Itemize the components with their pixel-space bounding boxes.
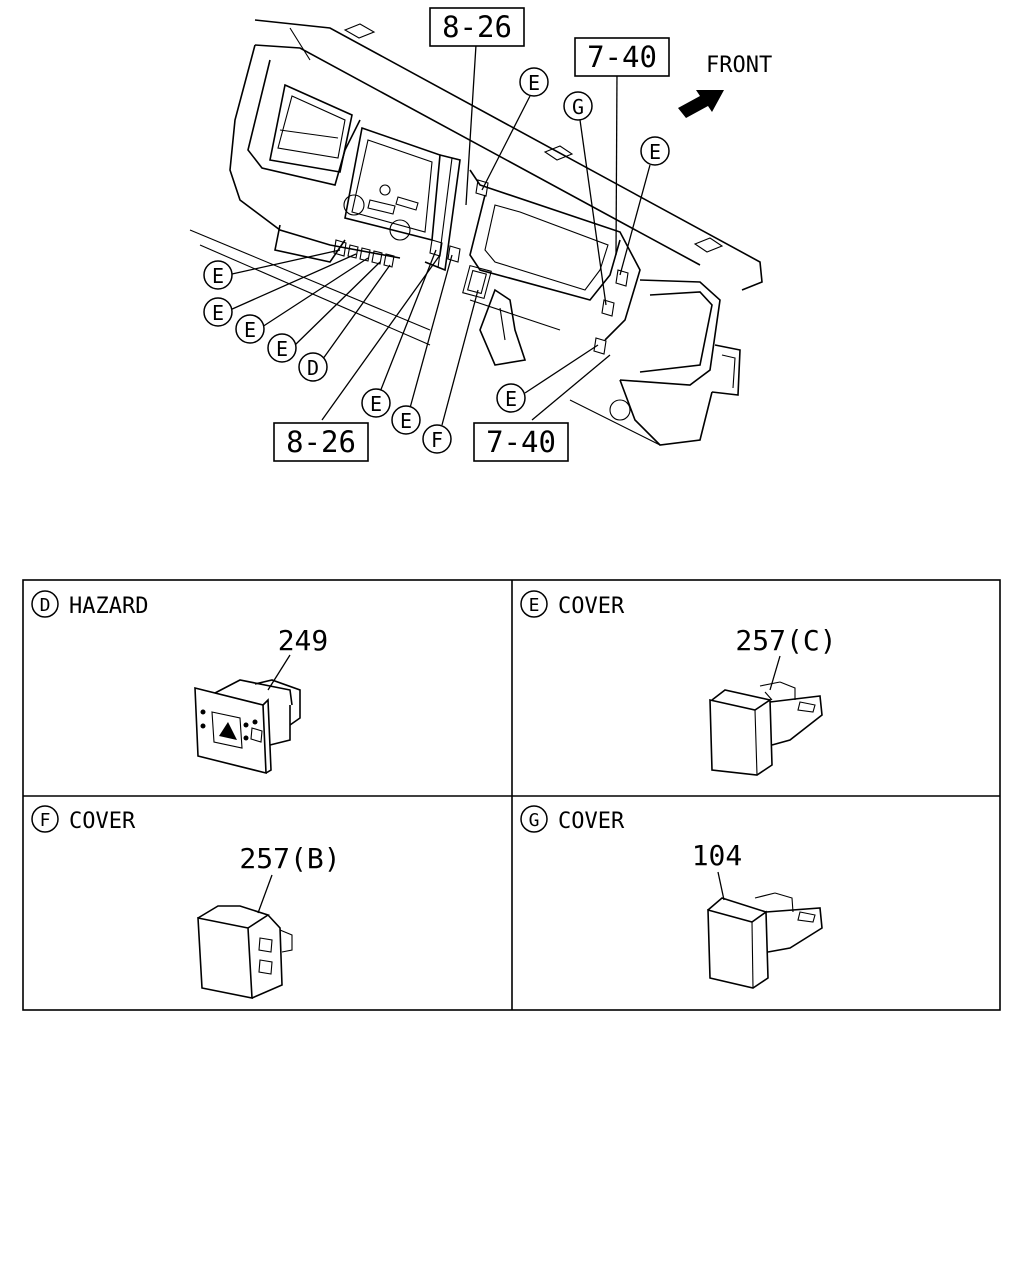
panel-title: COVER bbox=[558, 594, 625, 619]
callouts: E G E E E E E D E E F E bbox=[203, 67, 670, 454]
panel-hazard: D HAZARD 249 bbox=[31, 590, 329, 775]
callout-g: G bbox=[563, 91, 593, 121]
ref-box-8-26-top: 8-26 bbox=[429, 7, 525, 47]
ref-box-8-26-bottom: 8-26 bbox=[273, 422, 369, 462]
callout-d: D bbox=[298, 352, 328, 382]
hazard-switch-drawing bbox=[194, 679, 301, 775]
front-arrow-icon bbox=[678, 90, 724, 118]
callout-e: E bbox=[235, 314, 265, 344]
panel-title: COVER bbox=[69, 809, 136, 834]
callout-f: F bbox=[422, 424, 452, 454]
svg-text:E: E bbox=[244, 318, 256, 342]
cover-104-drawing bbox=[707, 892, 823, 989]
parts-table bbox=[22, 579, 1001, 1011]
ref-label: 8-26 bbox=[442, 10, 512, 44]
svg-text:F: F bbox=[431, 428, 443, 452]
ref-label: 8-26 bbox=[286, 425, 356, 459]
ref-label: 7-40 bbox=[486, 425, 556, 459]
leader-lines bbox=[229, 44, 651, 426]
svg-text:G: G bbox=[572, 95, 584, 119]
front-direction: FRONT bbox=[678, 53, 772, 118]
callout-e: E bbox=[267, 333, 297, 363]
svg-text:E: E bbox=[212, 301, 224, 325]
ref-label: 7-40 bbox=[587, 40, 657, 74]
ref-box-7-40-top: 7-40 bbox=[574, 37, 670, 77]
callout-e: E bbox=[203, 260, 233, 290]
part-number: 249 bbox=[278, 624, 329, 657]
panel-letter: F bbox=[40, 810, 51, 831]
part-number: 257(B) bbox=[239, 842, 340, 875]
svg-text:E: E bbox=[212, 264, 224, 288]
panel-title: COVER bbox=[558, 809, 625, 834]
callout-e: E bbox=[203, 297, 233, 327]
callout-e: E bbox=[519, 67, 549, 97]
panel-cover-e: E COVER 257(C) bbox=[520, 590, 837, 776]
part-number: 104 bbox=[692, 839, 743, 872]
panel-letter: D bbox=[40, 595, 51, 616]
svg-text:E: E bbox=[370, 392, 382, 416]
callout-e: E bbox=[496, 383, 526, 413]
svg-text:E: E bbox=[528, 71, 540, 95]
callout-e: E bbox=[361, 388, 391, 418]
part-number: 257(C) bbox=[735, 624, 836, 657]
panel-letter: E bbox=[529, 595, 540, 616]
svg-text:E: E bbox=[400, 409, 412, 433]
panel-cover-g: G COVER 104 bbox=[520, 805, 823, 989]
cover-c-drawing bbox=[709, 681, 823, 776]
ref-box-7-40-bottom: 7-40 bbox=[473, 422, 569, 462]
dashboard-illustration bbox=[189, 19, 763, 446]
panel-title: HAZARD bbox=[69, 594, 148, 619]
svg-text:E: E bbox=[505, 387, 517, 411]
svg-text:E: E bbox=[649, 140, 661, 164]
panel-letter: G bbox=[529, 810, 540, 831]
svg-text:E: E bbox=[276, 337, 288, 361]
front-label: FRONT bbox=[706, 53, 772, 78]
callout-e: E bbox=[640, 136, 670, 166]
callout-e: E bbox=[391, 405, 421, 435]
svg-text:D: D bbox=[307, 356, 319, 380]
cover-b-drawing bbox=[197, 905, 293, 999]
panel-cover-f: F COVER 257(B) bbox=[31, 805, 341, 999]
